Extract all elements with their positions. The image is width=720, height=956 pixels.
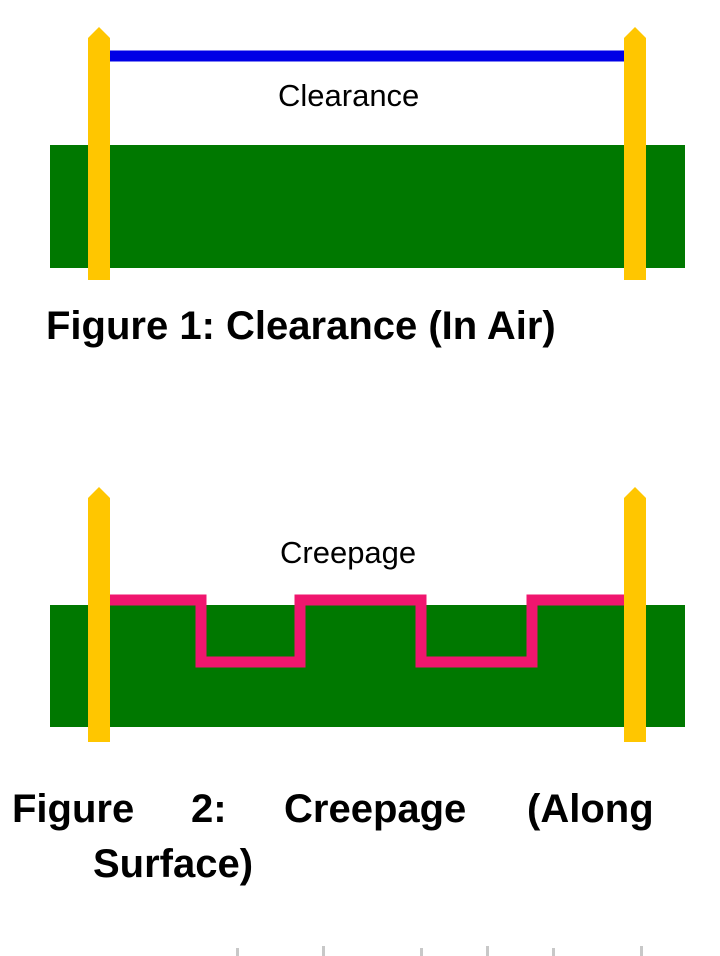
right-conductor-pin: [624, 27, 646, 280]
figure2-caption-word: 2:: [191, 787, 227, 831]
figure2-caption-word: (Along: [527, 787, 654, 831]
left-conductor-pin: [88, 27, 110, 280]
pcb-board: [50, 145, 685, 268]
creepage-diagram: [50, 487, 685, 742]
left-conductor-pin: [88, 487, 110, 742]
clearance-diagram: [50, 27, 685, 280]
right-conductor-pin: [624, 487, 646, 742]
creepage-path: [110, 594, 624, 668]
pcb-board: [50, 605, 685, 727]
figure2-caption-word: Figure: [12, 787, 135, 831]
figure2-caption-word: Creepage: [284, 787, 467, 831]
clearance-label: Clearance: [278, 78, 420, 113]
figure2-caption-word: Surface): [93, 842, 254, 886]
cropped-text-remnant: [236, 946, 643, 956]
figure1-caption: Figure 1: Clearance (In Air): [46, 304, 556, 348]
creepage-label: Creepage: [280, 535, 417, 570]
